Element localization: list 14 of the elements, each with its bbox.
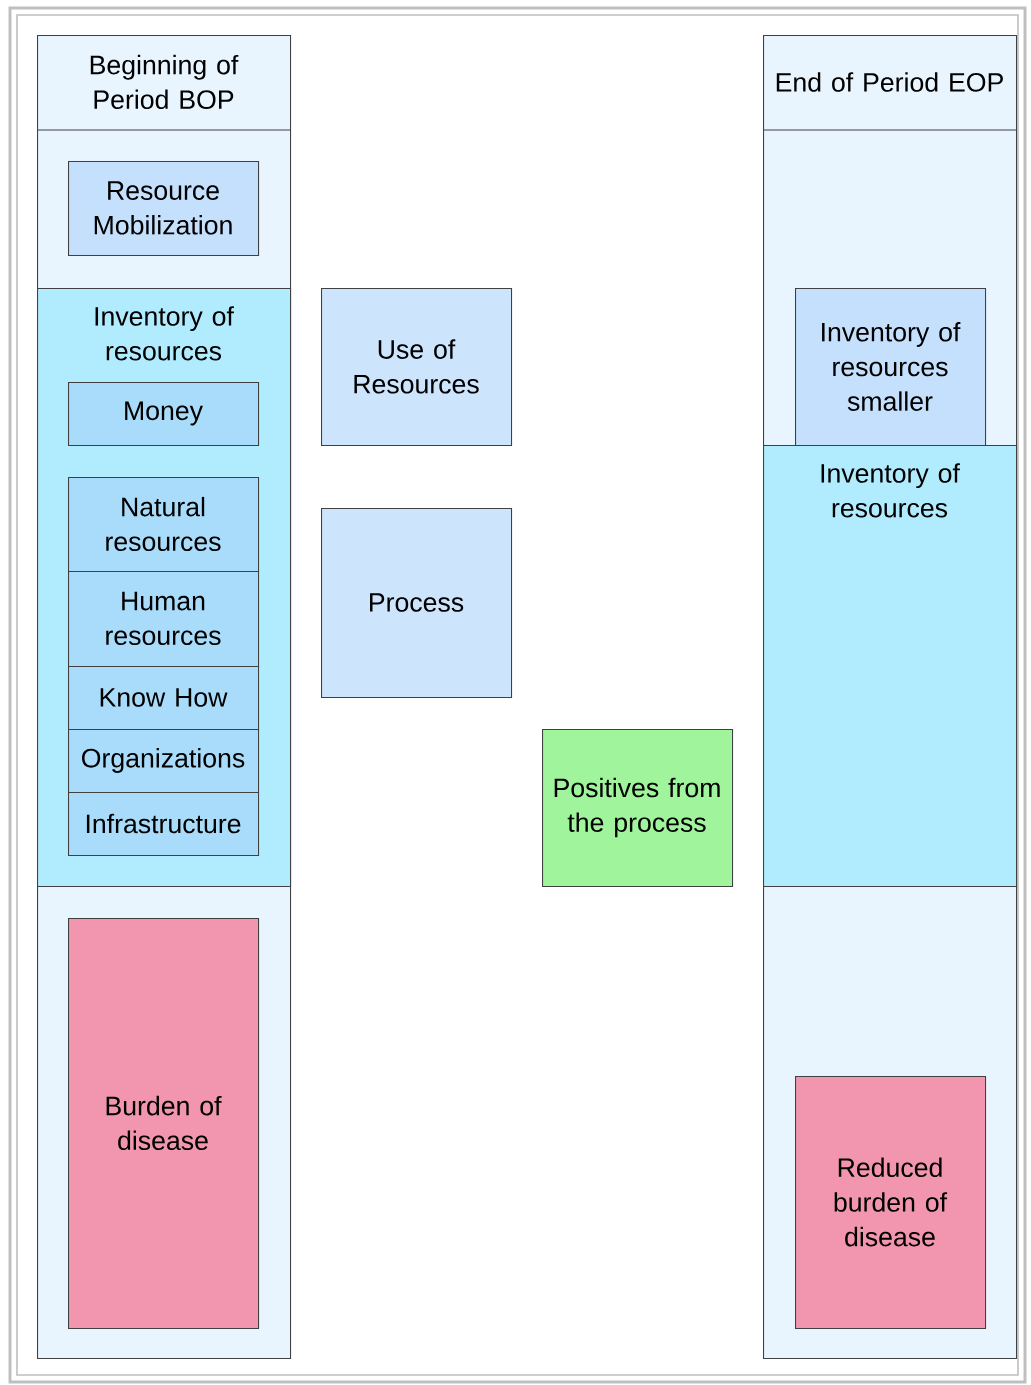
resource-box: Natural resources <box>68 477 260 573</box>
resource-box: Organizations <box>68 729 260 794</box>
inventory-band: Inventory of resources <box>763 445 1018 888</box>
process-box: Process <box>321 508 513 699</box>
disease-box: Reduced burden of disease <box>795 1076 987 1330</box>
outcome-box: Positives from the process <box>542 729 734 888</box>
disease-box: Burden of disease <box>68 918 260 1330</box>
resource-box: Infrastructure <box>68 792 260 857</box>
process-box: Inventory of resources smaller <box>795 288 987 447</box>
resource-box: Human resources <box>68 571 260 668</box>
process-box: Use of Resources <box>321 288 513 447</box>
resource-box: Money <box>68 382 260 447</box>
resource-box: Know How <box>68 666 260 731</box>
process-box: Resource Mobilization <box>68 161 260 257</box>
